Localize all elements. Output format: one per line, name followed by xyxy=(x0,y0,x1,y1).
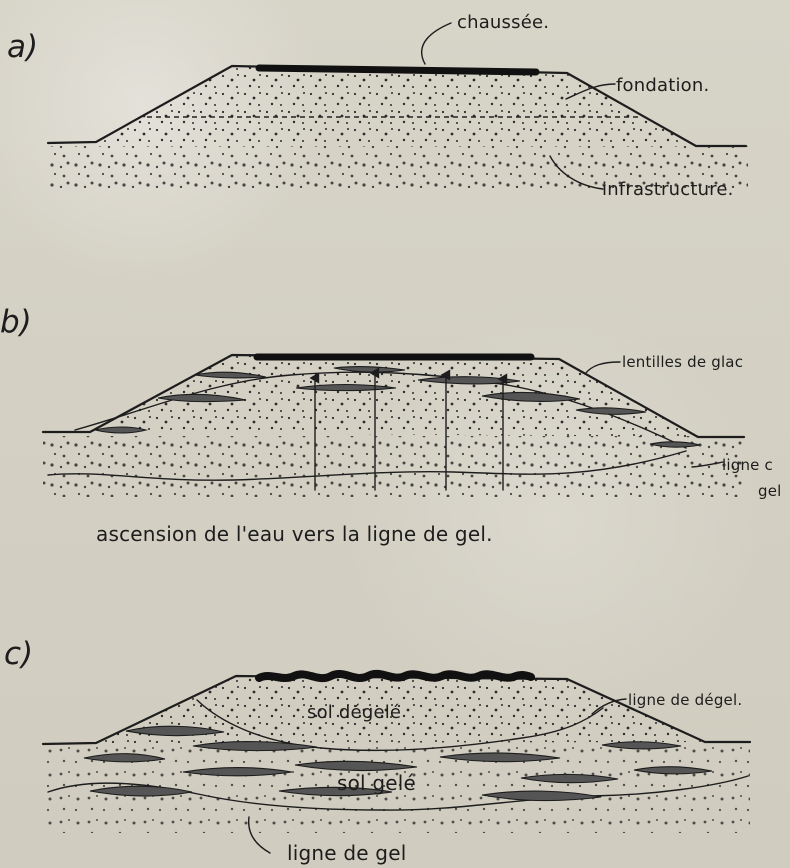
water-ascension-caption: ascension de l'eau vers la ligne de gel. xyxy=(96,522,493,546)
sol-gele-label: sol gelé xyxy=(337,771,416,795)
ligne-label-b-bottom: gel xyxy=(758,482,782,500)
sol-degele-label: sol dégelé xyxy=(307,702,401,723)
panel-a-embankment xyxy=(96,66,696,146)
panel-b-ground xyxy=(43,436,746,497)
panel-a-road-surface xyxy=(259,68,536,72)
panel-c-deformed-road xyxy=(259,674,531,678)
panel-a-letter: a) xyxy=(7,29,38,65)
ligne-degel-label: ligne de dégel. xyxy=(628,691,742,709)
ligne-gel-label-c: ligne de gel xyxy=(287,841,406,865)
panel-b: b) lentilles de gl xyxy=(0,304,782,546)
chaussee-label: chaussée. xyxy=(457,12,549,33)
lentilles-leader xyxy=(585,362,620,374)
chaussee-leader xyxy=(422,23,451,64)
fondation-label: fondation. xyxy=(616,75,709,96)
panel-c-letter: c) xyxy=(4,636,33,672)
infrastructure-label: infrastructure. xyxy=(602,179,734,200)
ligne-label-b-top: ligne c xyxy=(722,456,773,474)
panel-a: a) chaussée. fondation. infrastructure. xyxy=(7,12,748,200)
panel-b-letter: b) xyxy=(0,304,32,340)
lentilles-label: lentilles de glac xyxy=(622,353,743,371)
panel-c: c) sol dégelé sol gel xyxy=(4,636,750,865)
